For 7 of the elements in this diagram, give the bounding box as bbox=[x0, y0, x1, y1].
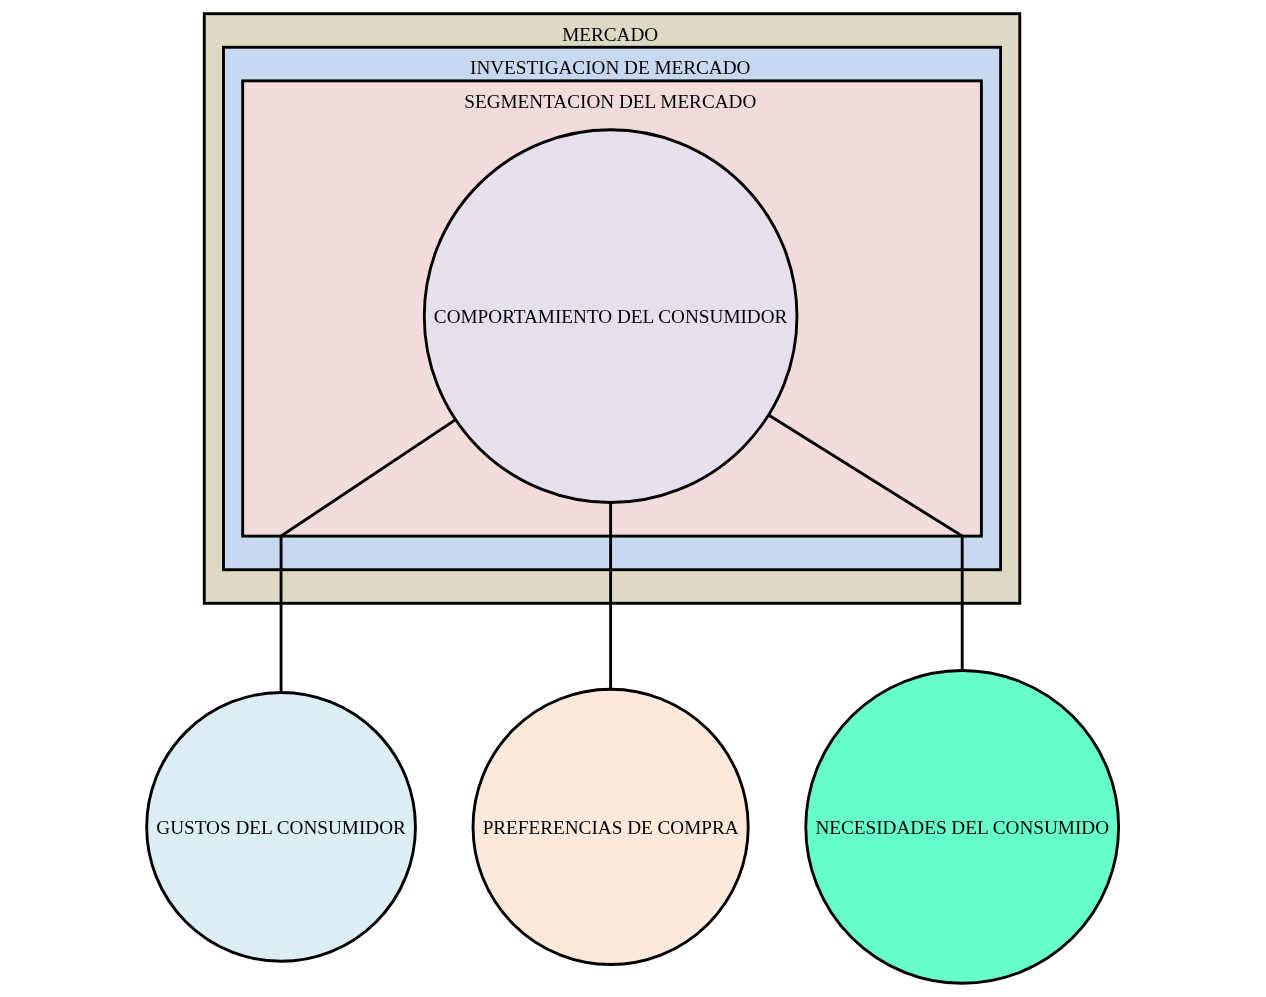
node-circle: COMPORTAMIENTO DEL CONSUMIDOR bbox=[423, 128, 799, 504]
node-circle: PREFERENCIAS DE COMPRA bbox=[471, 687, 750, 966]
node-circle: GUSTOS DEL CONSUMIDOR bbox=[145, 691, 418, 963]
connector bbox=[279, 418, 457, 693]
connector bbox=[609, 502, 613, 690]
connector bbox=[768, 413, 964, 671]
node-circle: NECESIDADES DEL CONSUMIDO bbox=[804, 669, 1121, 985]
